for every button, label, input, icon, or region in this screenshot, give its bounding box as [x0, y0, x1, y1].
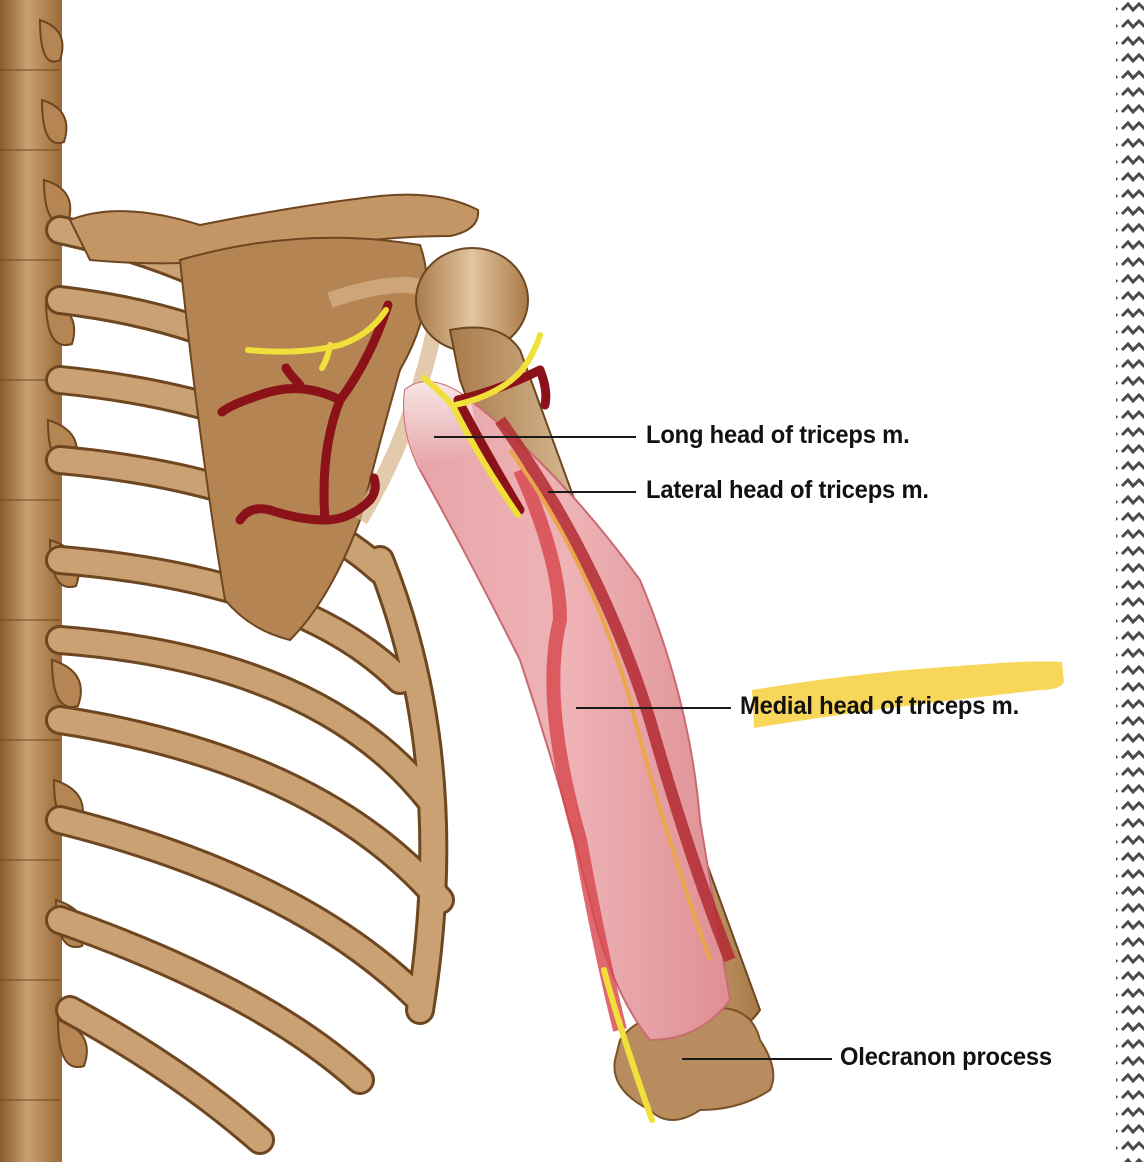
label-long-head-triceps: Long head of triceps m. [646, 421, 910, 449]
leader-line-long-head [434, 436, 636, 438]
leader-line-olecranon [682, 1058, 832, 1060]
label-lateral-head-triceps: Lateral head of triceps m. [646, 476, 929, 504]
leader-line-lateral-head [548, 491, 636, 493]
highlighter-stroke [752, 661, 1064, 728]
vertebral-column [0, 0, 88, 1162]
leader-line-medial-head [576, 707, 731, 709]
arteries [217, 300, 551, 525]
zigzag-edge-pattern [1116, 0, 1144, 1162]
nerves [245, 307, 655, 1123]
label-medial-head-triceps: Medial head of triceps m. [740, 692, 1020, 720]
label-olecranon-process: Olecranon process [840, 1043, 1052, 1071]
